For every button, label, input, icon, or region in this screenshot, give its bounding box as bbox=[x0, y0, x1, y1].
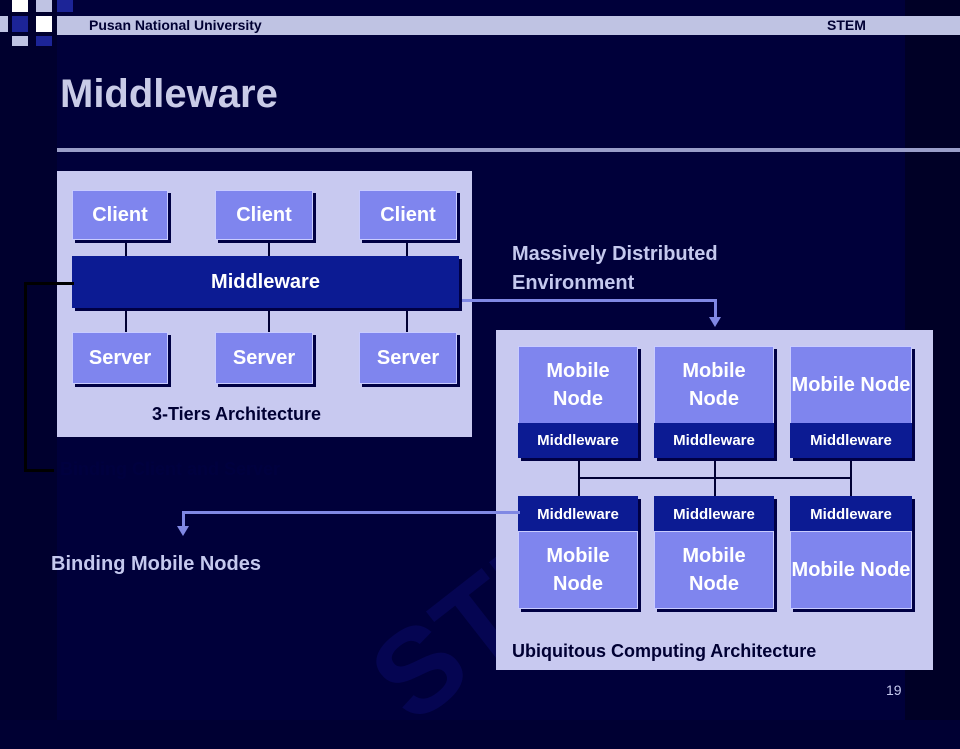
decor-square bbox=[36, 36, 52, 46]
distribution-arrow-line bbox=[462, 299, 716, 302]
mobile-node-box: Mobile Node bbox=[790, 531, 912, 609]
mobile-middleware-box: Middleware bbox=[518, 496, 638, 532]
mobile-middleware-box: Middleware bbox=[654, 423, 774, 458]
massively-distributed-label: Massively Distributed Environment bbox=[512, 243, 718, 294]
decor-square bbox=[57, 0, 73, 12]
binding-arrow-line bbox=[182, 511, 185, 527]
mobile-node-box: Mobile Node bbox=[654, 346, 774, 424]
connector-line bbox=[268, 308, 270, 332]
middleware-box: Middleware bbox=[72, 256, 459, 308]
client-box: Client bbox=[72, 190, 168, 240]
header-university: Pusan National University bbox=[89, 17, 262, 33]
mobile-node-box: Mobile Node bbox=[518, 346, 638, 424]
connector-line bbox=[125, 240, 127, 256]
binding-bracket bbox=[24, 469, 54, 472]
mobile-middleware-box: Middleware bbox=[790, 496, 912, 532]
decor-square bbox=[36, 16, 52, 32]
binding-arrow-line bbox=[182, 511, 520, 514]
mobile-node-box: Mobile Node bbox=[654, 531, 774, 609]
three-tier-caption: 3-Tiers Architecture bbox=[152, 404, 322, 424]
title-rule bbox=[57, 148, 960, 152]
ubiquitous-caption: Ubiquitous Computing Architecture bbox=[512, 641, 817, 661]
connector-line bbox=[268, 240, 270, 256]
arrow-down-icon bbox=[709, 317, 721, 327]
decor-square bbox=[36, 0, 52, 12]
binding-bracket bbox=[24, 282, 74, 285]
slide-title: Middleware bbox=[60, 72, 278, 116]
mobile-node-box: Mobile Node bbox=[518, 531, 638, 609]
client-box: Client bbox=[215, 190, 313, 240]
mobile-node-box: Mobile Node bbox=[790, 346, 912, 424]
connector-line bbox=[125, 308, 127, 332]
client-box: Client bbox=[359, 190, 457, 240]
server-box: Server bbox=[72, 332, 168, 384]
binding-mobile-label: Binding Mobile Nodes bbox=[51, 553, 261, 575]
mobile-middleware-box: Middleware bbox=[518, 423, 638, 458]
connector-line bbox=[406, 308, 408, 332]
binding-client-server-label: Binding Client and Server bbox=[60, 459, 281, 479]
left-band bbox=[0, 0, 57, 720]
binding-bracket bbox=[24, 282, 27, 472]
decor-square bbox=[12, 36, 28, 46]
arrow-down-icon bbox=[177, 526, 189, 536]
header-stem: STEM bbox=[827, 17, 866, 33]
connector-line bbox=[406, 240, 408, 256]
distribution-arrow-line bbox=[714, 299, 717, 319]
mobile-middleware-box: Middleware bbox=[790, 423, 912, 458]
decor-square bbox=[12, 0, 28, 12]
header-bar: Pusan National University STEM bbox=[57, 16, 960, 35]
server-box: Server bbox=[215, 332, 313, 384]
decor-square bbox=[12, 16, 28, 32]
connector-line bbox=[578, 477, 852, 479]
page-number: 19 bbox=[886, 682, 902, 698]
server-box: Server bbox=[359, 332, 457, 384]
decor-square bbox=[0, 16, 8, 32]
mobile-middleware-box: Middleware bbox=[654, 496, 774, 532]
